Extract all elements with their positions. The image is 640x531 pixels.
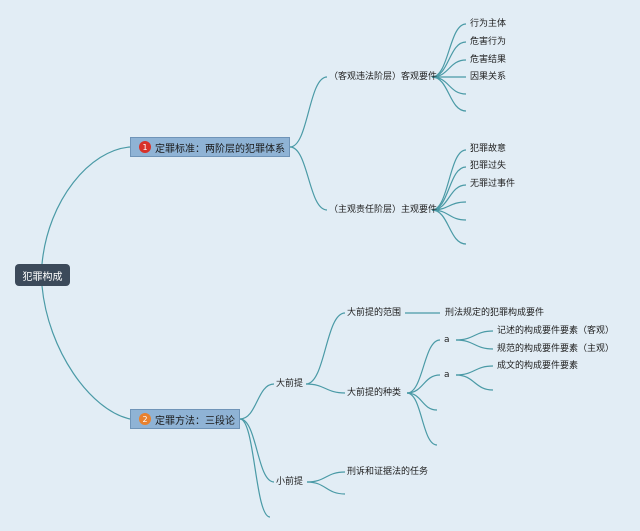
objective-item[interactable]: 危害行为 [470, 37, 507, 47]
connector-written-empty [455, 374, 494, 391]
objective-item[interactable]: 行为主体 [470, 19, 507, 29]
connector-subjective-item [431, 166, 467, 211]
minor-premise-node[interactable]: 小前提 [276, 477, 304, 487]
major-premise-node[interactable]: 大前提 [276, 379, 304, 389]
connector-root-branch1 [41, 146, 131, 265]
minor-premise-task[interactable]: 刑诉和证据法的任务 [347, 467, 429, 477]
branch-method-node[interactable]: 2 定罪方法：三段论 [130, 409, 240, 429]
root-node[interactable]: 犯罪构成 [15, 264, 70, 286]
connector-task-empty [306, 481, 346, 495]
connector-marker-a2 [406, 374, 441, 394]
connector-marker-a1 [406, 339, 441, 394]
connector-root-branch2 [41, 285, 131, 420]
normative-element[interactable]: 规范的构成要件要素（主观） [497, 344, 615, 354]
written-element[interactable]: 成文的构成要件要素 [497, 361, 579, 371]
root-label: 犯罪构成 [22, 271, 63, 283]
objective-element-node[interactable]: （客观违法阶层）客观要件 [329, 72, 438, 82]
connector-kinds [305, 383, 346, 394]
connector-objective-item [431, 76, 467, 95]
number-badge-2: 2 [139, 413, 151, 425]
subjective-element-node[interactable]: （主观责任阶层）主观要件 [329, 205, 438, 215]
subjective-item[interactable]: 犯罪故意 [470, 144, 507, 154]
connector-subjective [289, 146, 328, 211]
subjective-item[interactable]: 无罪过事件 [470, 179, 516, 189]
connector-normative [455, 339, 494, 350]
major-premise-scope-node[interactable]: 大前提的范围 [347, 308, 402, 318]
connector-kinds-empty [406, 392, 438, 446]
connector-major-premise [239, 383, 275, 420]
objective-item[interactable]: 因果关系 [470, 72, 507, 82]
connector-objective [289, 76, 328, 148]
major-premise-kinds-node[interactable]: 大前提的种类 [347, 388, 402, 398]
branch-criteria-label: 定罪标准：两阶层的犯罪体系 [155, 143, 285, 155]
scope-value[interactable]: 刑法规定的犯罪构成要件 [445, 308, 545, 318]
connector-scope [305, 312, 346, 385]
connector-objective-item [431, 41, 467, 78]
connector-subjective-item [431, 209, 467, 245]
marker-a[interactable]: a [444, 370, 450, 380]
connector-empty [239, 418, 271, 518]
connector-descriptive [455, 330, 494, 341]
descriptive-element[interactable]: 记述的构成要件要素（客观） [497, 326, 615, 336]
marker-a[interactable]: a [444, 335, 450, 345]
branch-criteria-node[interactable]: 1 定罪标准：两阶层的犯罪体系 [130, 137, 290, 157]
branch-method-label: 定罪方法：三段论 [155, 415, 235, 427]
connector-written [455, 365, 494, 376]
connector-minor-premise [239, 418, 275, 483]
connector-objective-item [431, 76, 467, 112]
subjective-item[interactable]: 犯罪过失 [470, 161, 507, 171]
objective-item[interactable]: 危害结果 [470, 55, 507, 65]
connector-subjective-item [431, 149, 467, 211]
connector-task [306, 471, 346, 483]
number-badge-1: 1 [139, 141, 151, 153]
